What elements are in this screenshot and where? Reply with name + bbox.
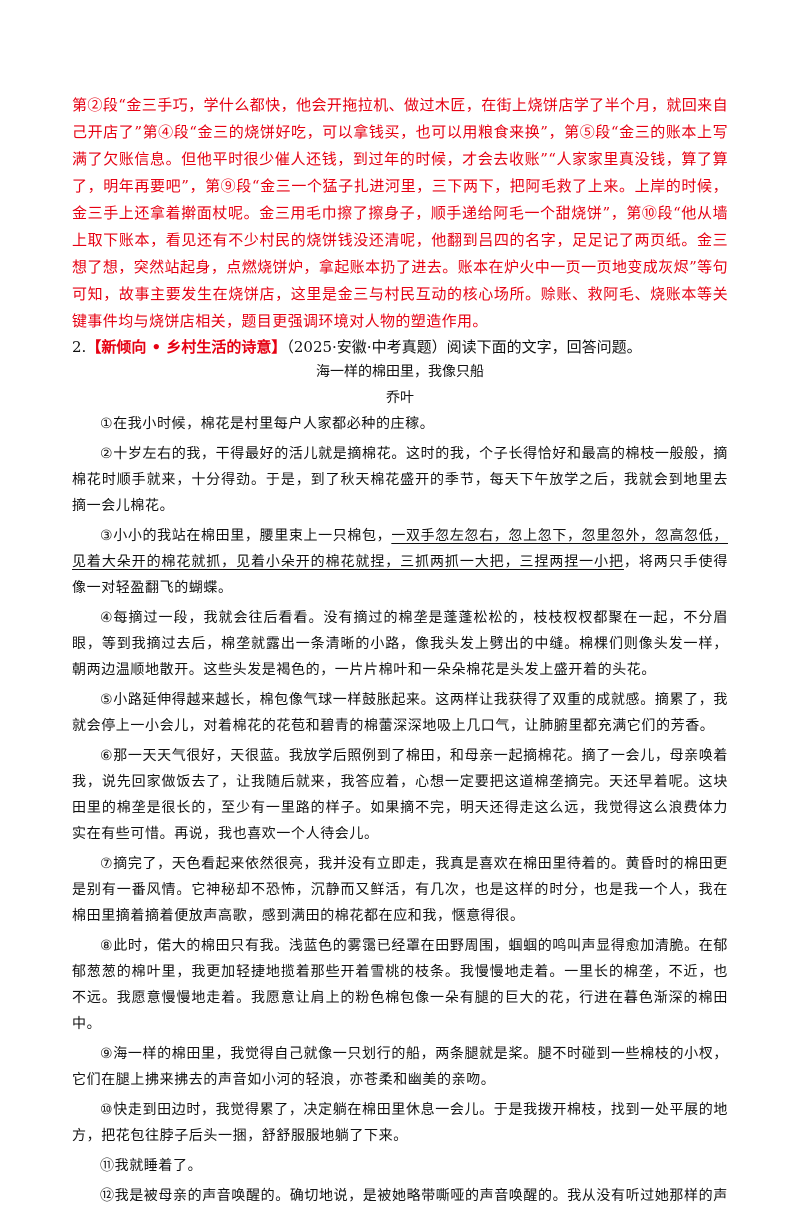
article-paragraph: ②十岁左右的我，干得最好的活儿就是摘棉花。这时的我，个子长得恰好和最高的棉枝一般…	[72, 446, 728, 514]
article-paragraph: ①在我小时候，棉花是村里每户人家都必种的庄稼。	[100, 416, 435, 432]
underlined-sentence: 一双手忽左忽右，忽上忽下，忽里忽外，忽高忽低，见着大朵开的棉花就抓，见着小朵开的…	[72, 528, 728, 570]
article-paragraph: ⑥那一天天气很好，天很蓝。我放学后照例到了棉田，和母亲一起摘棉花。摘了一会儿，母…	[72, 748, 728, 842]
article-title: 海一样的棉田里，我像只船	[316, 364, 484, 380]
question-number: 2.	[72, 338, 87, 356]
article-paragraph: ④每摘过一段，我就会往后看看。没有摘过的棉垄是蓬蓬松松的，枝枝杈杈都聚在一起，不…	[72, 610, 728, 678]
question-tag: 【新倾向 • 乡村生活的诗意】	[86, 338, 287, 356]
article-paragraph: ⑦摘完了，天色看起来依然很亮，我并没有立即走，我真是喜欢在棉田里待着的。黄昏时的…	[72, 856, 728, 924]
article-paragraph: ⑩快走到田边时，我觉得累了，决定躺在棉田里休息一会儿。于是我拨开棉枝，找到一处平…	[72, 1102, 728, 1144]
article-paragraph: ⑪我就睡着了。	[100, 1158, 203, 1174]
article-paragraph: ⑤小路延伸得越来越长，棉包像气球一样鼓胀起来。这两样让我获得了双重的成就感。摘累…	[72, 692, 728, 734]
question-heading: 2.【新倾向 • 乡村生活的诗意】（2025·安徽·中考真题）阅读下面的文字，回…	[72, 335, 728, 359]
document-page: 第②段“金三手巧，学什么都快，他会开拖拉机、做过木匠，在街上烧饼店学了半个月，就…	[72, 96, 728, 1204]
article-paragraph: ⑨海一样的棉田里，我觉得自己就像一只划行的船，两条腿就是桨。腿不时碰到一些棉枝的…	[72, 1046, 728, 1088]
article-paragraph: ⑧此时，偌大的棉田只有我。浅蓝色的雾霭已经罩在田野周围，蝈蝈的鸣叫声显得愈加清脆…	[72, 938, 728, 1032]
article-body: ①在我小时候，棉花是村里每户人家都必种的庄稼。 ②十岁左右的我，干得最好的活儿就…	[72, 411, 728, 1209]
article-paragraph: ③小小的我站在棉田里，腰里束上一只棉包，一双手忽左忽右，忽上忽下，忽里忽外，忽高…	[72, 528, 729, 596]
article-author: 乔叶	[386, 390, 414, 406]
article-paragraph: ⑫我是被母亲的声音唤醒的。确切地说，是被她略带嘶哑的声音唤醒的。我从没有听过她那…	[100, 1188, 728, 1204]
answer-explanation: 第②段“金三手巧，学什么都快，他会开拖拉机、做过木匠，在街上烧饼店学了半个月，就…	[72, 96, 728, 330]
question-source: （2025·安徽·中考真题）阅读下面的文字，回答问题。	[286, 338, 642, 356]
